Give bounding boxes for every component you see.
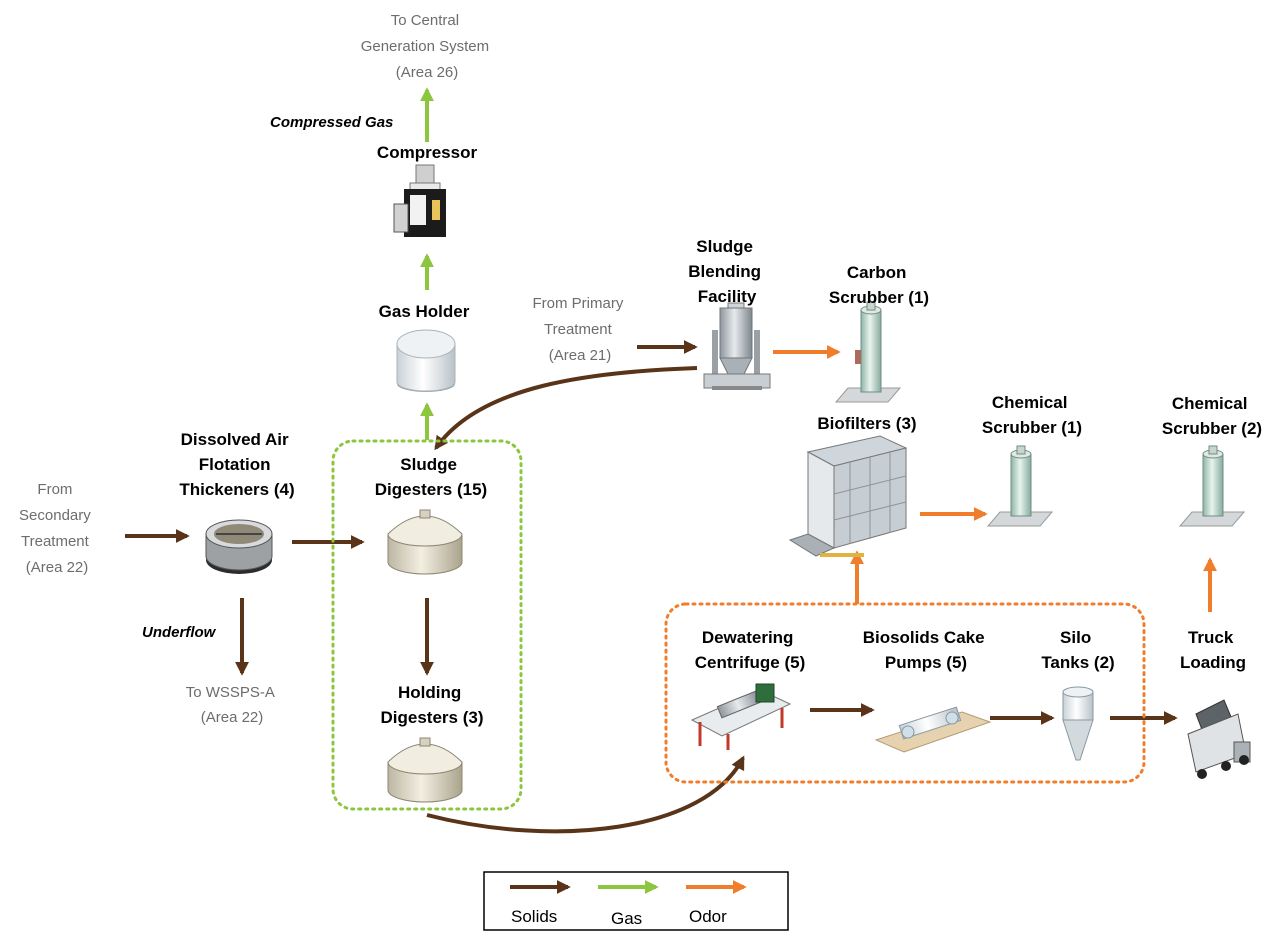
holding-digester-icon <box>387 737 463 803</box>
solids-arrow-holding-to-centrifuge <box>426 755 745 834</box>
to-central-line: Generation System <box>361 38 489 55</box>
from-secondary-line: Secondary <box>19 507 91 524</box>
daf-label: Dissolved Air Flotation Thickeners (4) <box>179 430 294 499</box>
to-central-line: (Area 26) <box>396 64 459 81</box>
chemical-scrubber-1-icon <box>986 445 1054 527</box>
solids-arrow-blending-to-digesters <box>434 366 698 451</box>
chemical-scrubber-2-icon <box>1178 445 1246 527</box>
from-primary-label: From Primary Treatment (Area 21) <box>533 295 628 364</box>
from-secondary-label: From Secondary Treatment (Area 22) <box>19 481 95 576</box>
to-central-generation-label: To Central Generation System (Area 26) <box>361 12 494 81</box>
cake-pumps-icon <box>874 706 992 753</box>
compressor-icon <box>393 164 446 237</box>
to-wssps-line: To WSSPS-A <box>186 684 275 701</box>
compressed-gas-label: Compressed Gas <box>270 114 393 131</box>
truck-loading-label: Truck Loading <box>1180 628 1246 672</box>
underflow-label: Underflow <box>142 624 217 641</box>
from-primary-line: (Area 21) <box>549 347 612 364</box>
truck-icon <box>1187 699 1251 779</box>
carbon-scrubber-icon <box>834 301 902 403</box>
to-wssps-label: To WSSPS-A (Area 22) <box>186 684 279 726</box>
holding-digesters-label: Holding Digesters (3) <box>381 683 484 727</box>
dewatering-centrifuge-label: Dewatering Centrifuge (5) <box>695 628 806 672</box>
gas-holder-icon <box>396 329 456 392</box>
carbon-scrubber-label: Carbon Scrubber (1) <box>829 263 929 307</box>
silo-tank-icon <box>1062 686 1094 761</box>
from-secondary-line: From <box>37 481 72 498</box>
from-primary-line: From Primary <box>533 295 624 312</box>
legend-gas-label: Gas <box>611 909 642 928</box>
digesters-group-box <box>331 439 523 811</box>
legend: Solids Gas Odor <box>483 871 789 931</box>
legend-solids-label: Solids <box>511 907 557 926</box>
from-secondary-line: (Area 22) <box>26 559 89 576</box>
to-wssps-line: (Area 22) <box>201 709 264 726</box>
chemical-scrubber-2-label: Chemical Scrubber (2) <box>1162 394 1262 438</box>
dewatering-group-box <box>664 602 1146 784</box>
sludge-blending-facility-icon <box>703 302 771 390</box>
biofilters-label: Biofilters (3) <box>817 414 916 433</box>
compressor-label: Compressor <box>377 143 478 162</box>
from-secondary-line: Treatment <box>21 533 90 550</box>
silo-tanks-label: Silo Tanks (2) <box>1041 628 1114 672</box>
biofilters-icon <box>788 435 908 557</box>
sludge-digester-icon <box>387 509 463 575</box>
gas-holder-label: Gas Holder <box>379 302 470 321</box>
sludge-blending-label: Sludge Blending Facility <box>688 237 765 306</box>
to-central-line: To Central <box>391 12 459 29</box>
sludge-digesters-label: Sludge Digesters (15) <box>375 455 487 499</box>
dewatering-centrifuge-icon <box>690 683 792 750</box>
from-primary-line: Treatment <box>544 321 613 338</box>
legend-odor-label: Odor <box>689 907 727 926</box>
chemical-scrubber-1-label: Chemical Scrubber (1) <box>982 393 1082 437</box>
daf-thickener-icon <box>205 519 273 574</box>
cake-pumps-label: Biosolids Cake Pumps (5) <box>863 628 990 672</box>
